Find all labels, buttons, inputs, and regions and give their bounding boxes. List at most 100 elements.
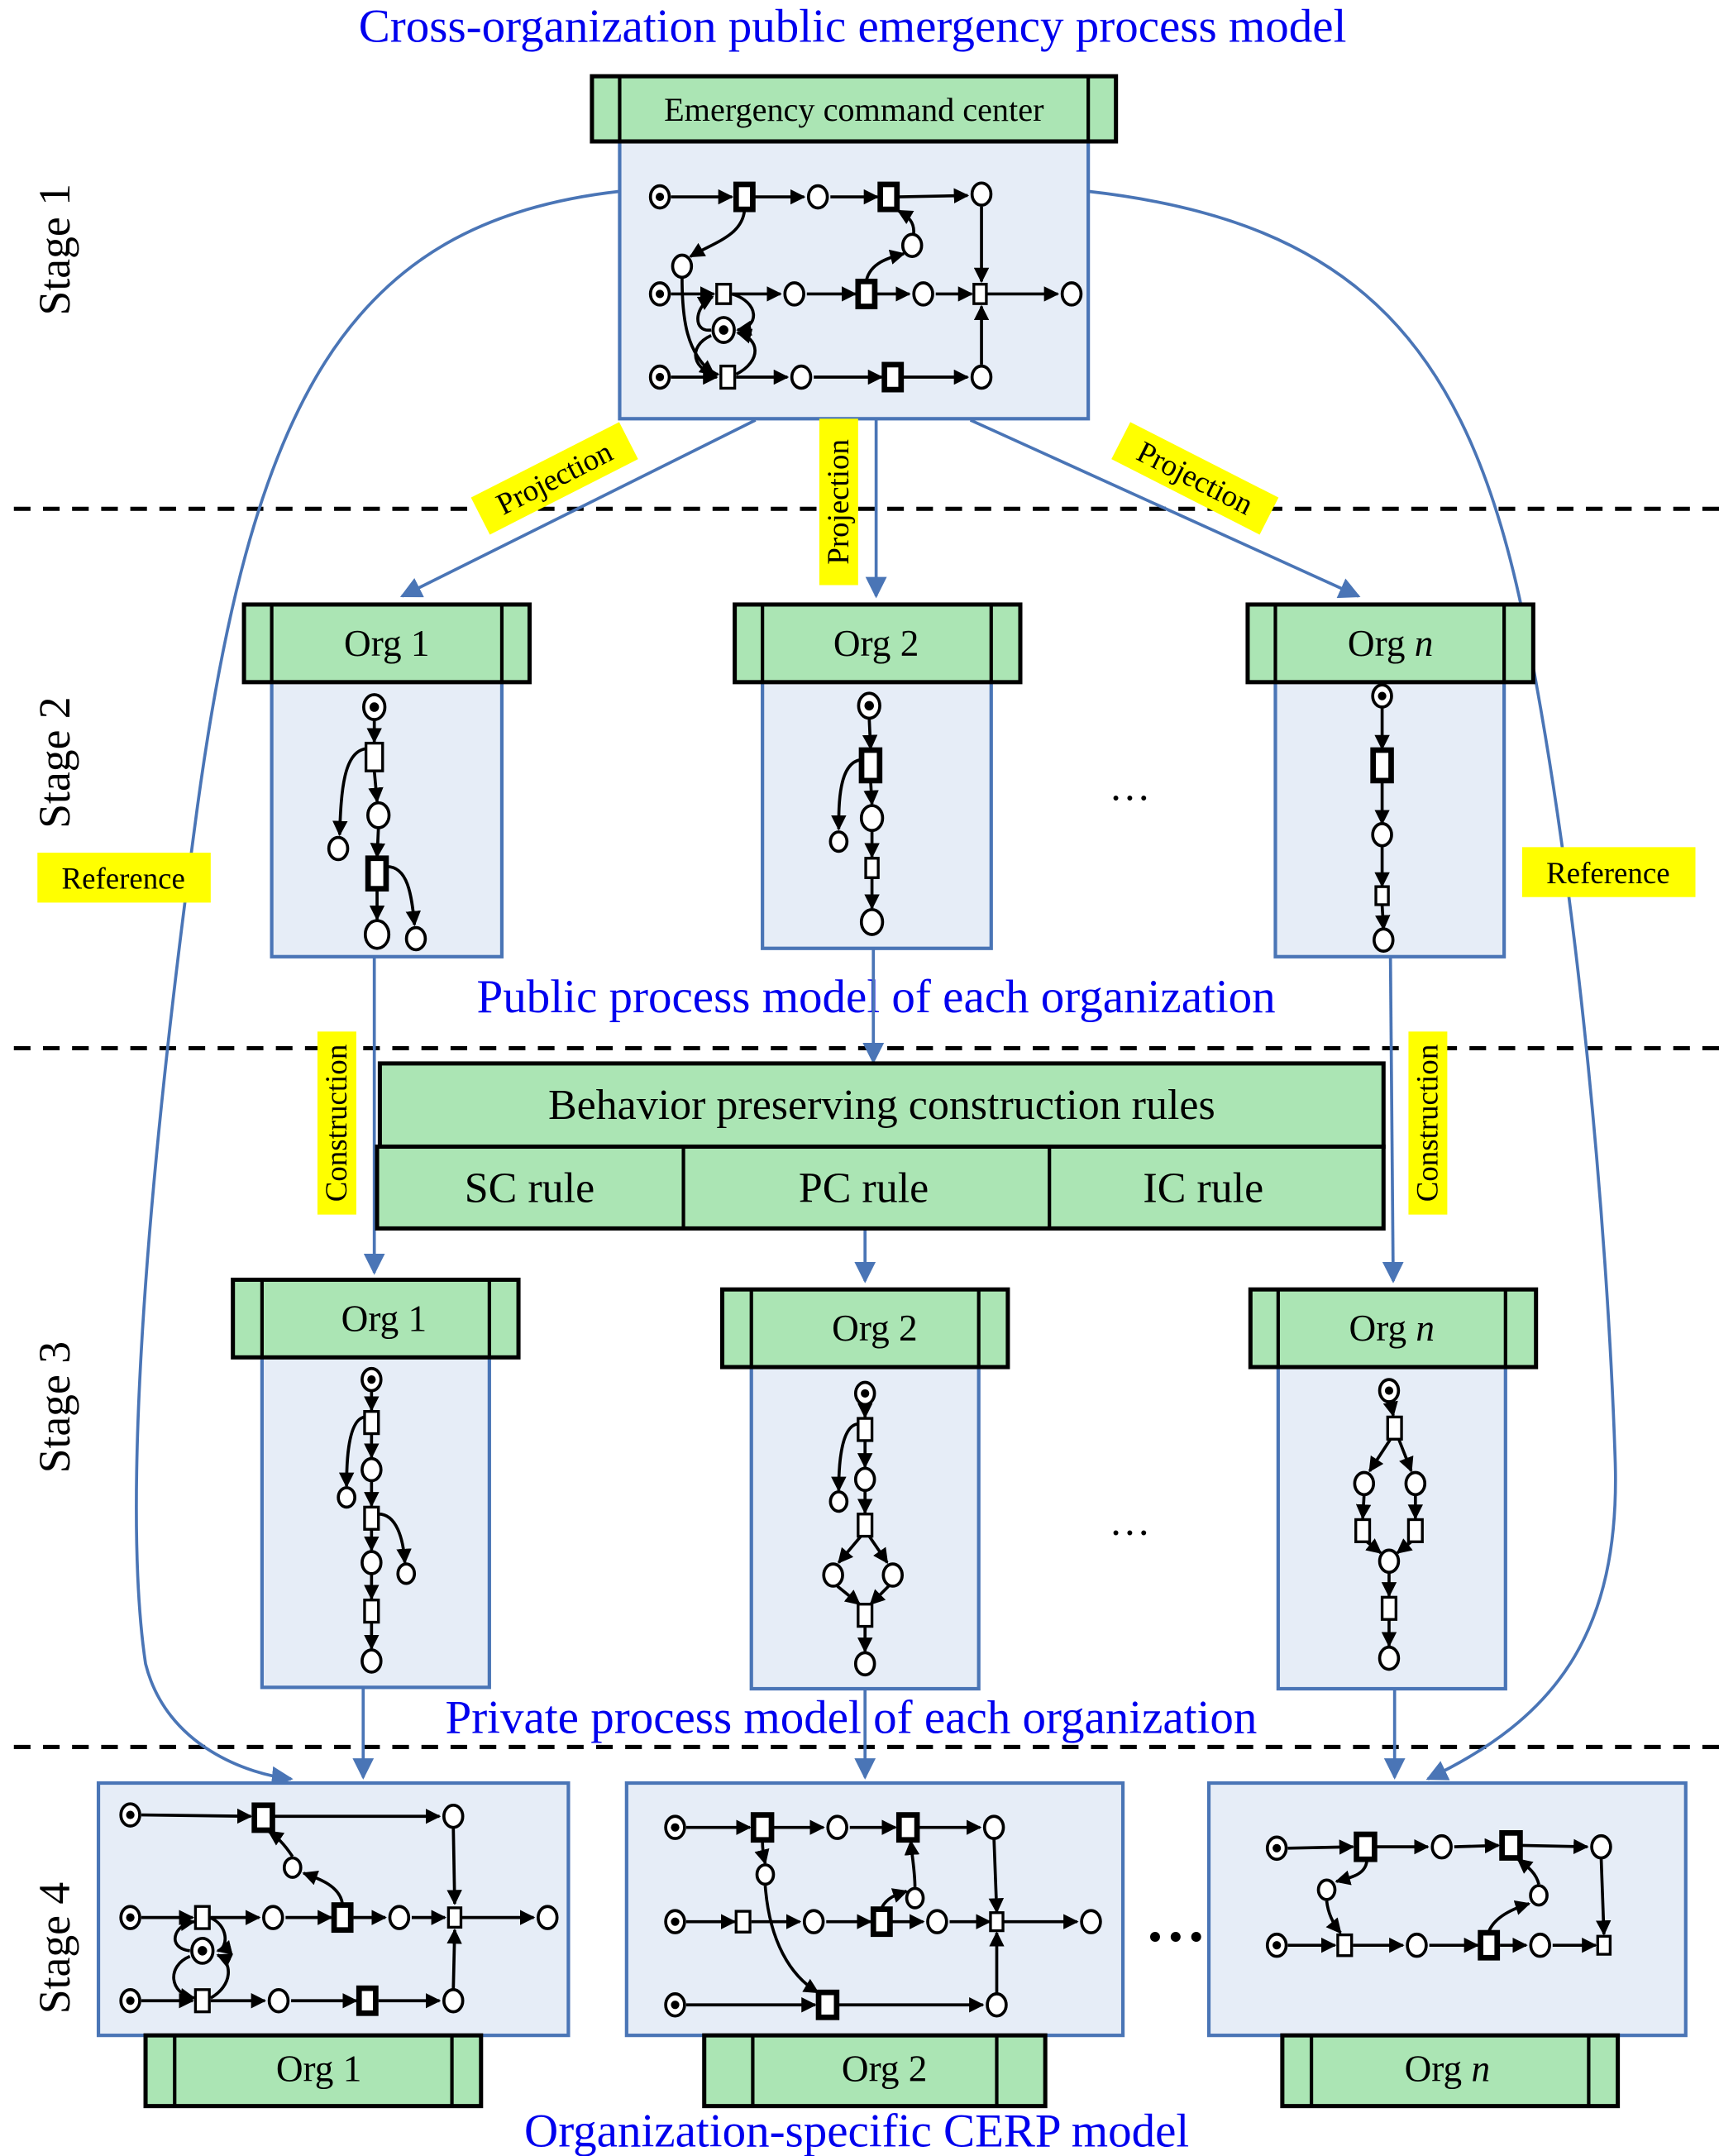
construction-arrow-orgn (1382, 956, 1404, 1284)
org1-label: Org 1 (344, 623, 430, 664)
arc-arrow (370, 827, 386, 858)
place-icon (828, 830, 849, 853)
place-icon (1060, 281, 1083, 307)
place-icon (912, 281, 934, 307)
stage2-org2-petri-net (828, 691, 885, 936)
transition-icon (857, 1513, 874, 1538)
place-icon (1430, 1833, 1453, 1860)
transition-icon (365, 855, 389, 892)
transition-icon (972, 283, 988, 305)
orgn-label: Org n (1349, 1307, 1435, 1349)
arc-arrow (1521, 1838, 1589, 1855)
place-icon (970, 364, 993, 390)
token-icon (369, 702, 380, 712)
stage-label-4: Stage 4 (30, 1882, 79, 2014)
svg-text:Construction: Construction (319, 1045, 353, 1202)
stage2-orgn-petri-net (1370, 683, 1395, 953)
token-icon (719, 325, 728, 335)
projection-label-left: Projection (470, 422, 638, 535)
arc-arrow (267, 1830, 294, 1857)
transition-icon (1499, 1830, 1523, 1861)
transition-icon (363, 1410, 380, 1436)
transition-icon (877, 181, 900, 213)
transition-icon (364, 741, 384, 772)
caption-public-process: Public process model of each organizatio… (477, 971, 1276, 1023)
token-icon (126, 1996, 135, 2005)
place-icon (926, 1909, 948, 1934)
reference-label-left: Reference (37, 853, 211, 903)
place-icon (1404, 1470, 1427, 1497)
place-icon (1373, 927, 1395, 953)
place-icon (881, 1562, 904, 1588)
arc-arrow (696, 295, 714, 332)
transition-icon (331, 1902, 354, 1934)
stage1-petri-net (648, 181, 1083, 393)
arc-arrow (386, 864, 421, 927)
stage4-org1: Org 1 (96, 1781, 571, 2109)
stage-label-3: Stage 3 (30, 1341, 79, 1473)
org2-label: Org 2 (832, 1307, 918, 1349)
place-icon (1353, 1470, 1376, 1497)
place-icon (1406, 1932, 1428, 1958)
arc-arrow (446, 1827, 462, 1905)
orgn-label: Org n (1405, 2048, 1491, 2089)
place-icon (1080, 1909, 1102, 1934)
place-icon (388, 1905, 411, 1930)
construction-label-right: Construction (1408, 1031, 1448, 1215)
stage2-orgn: Org n (1245, 602, 1535, 958)
construction-rules-block: Behavior preserving construction rules S… (375, 1061, 1386, 1231)
caption-private-process: Private process model of each organizati… (445, 1692, 1257, 1744)
place-icon (1529, 1884, 1549, 1907)
stage-label-1: Stage 1 (30, 184, 79, 315)
place-icon (537, 1905, 559, 1930)
place-icon (755, 1863, 776, 1886)
stage1-command-center: Emergency command center (590, 74, 1119, 421)
place-icon (986, 1992, 1008, 2018)
arc-arrow (763, 1885, 819, 1994)
stage2-org1: Org 1 (241, 602, 532, 958)
reference-label-right: Reference (1521, 847, 1696, 897)
stage3-org1: Org 1 (231, 1277, 521, 1690)
org2-label: Org 2 (833, 623, 919, 664)
projection-arrow-org1 (399, 418, 757, 598)
projection-label-right: Projection (1111, 422, 1279, 535)
arc-arrow (338, 1415, 365, 1489)
stage2-org2: Org 2 (733, 602, 1023, 950)
token-icon (671, 2001, 680, 2010)
place-icon (802, 1909, 825, 1934)
place-icon (905, 1886, 925, 1910)
token-icon (671, 1917, 680, 1926)
stage3-org2-petri-net (822, 1380, 904, 1677)
place-icon (790, 364, 813, 390)
ellipsis-stage2: … (1109, 762, 1150, 809)
place-icon (396, 1562, 417, 1585)
place-icon (442, 1987, 465, 2014)
arc-arrow (869, 1585, 891, 1606)
place-icon (1316, 1878, 1337, 1901)
transition-icon (1596, 1934, 1612, 1956)
command-center-label: Emergency command center (664, 91, 1044, 128)
transition-icon (356, 1985, 379, 2016)
arc-arrow (694, 334, 720, 380)
arc-arrow (1382, 1400, 1398, 1417)
place-icon (337, 1486, 356, 1509)
place-icon (982, 1814, 1005, 1840)
place-icon (783, 281, 805, 307)
place-icon (806, 184, 829, 210)
arc-arrow (867, 1535, 889, 1564)
place-icon (361, 1648, 383, 1674)
token-icon (1378, 691, 1387, 700)
place-icon (1590, 1833, 1612, 1860)
transition-icon (815, 1989, 840, 2020)
place-icon (262, 1905, 284, 1930)
token-icon (367, 1375, 376, 1384)
stage4-org2-petri-net (664, 1812, 1102, 2020)
transition-icon (750, 1812, 775, 1843)
arc-arrow (1287, 1839, 1355, 1855)
transition-icon (1336, 1933, 1354, 1958)
arc-arrow (1355, 1494, 1372, 1520)
arc-arrow (904, 1839, 920, 1887)
place-icon (859, 907, 885, 936)
arc-arrow (1335, 1860, 1368, 1886)
